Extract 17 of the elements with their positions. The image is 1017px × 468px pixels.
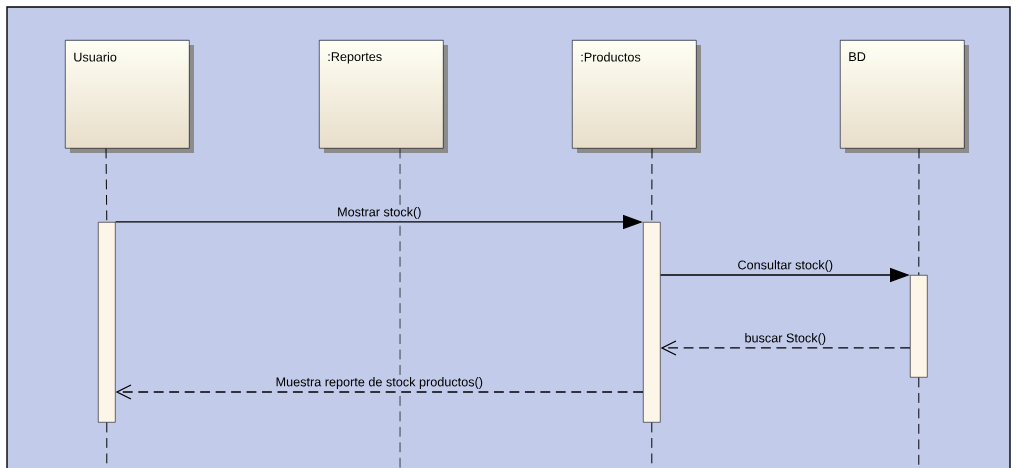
edge-label: buscar Stock() [745,333,826,345]
lifeline-head-box: BD [840,40,969,153]
edge-label: Consultar stock() [738,260,833,272]
activation-bar [643,222,661,423]
lifeline-head-box: :Productos [572,40,701,153]
lifeline [651,148,653,223]
lifeline-head-box: Usuario [65,40,194,153]
lifeline [918,148,920,276]
edge-label: Mostrar stock() [338,207,421,219]
activation-bar [910,275,928,378]
edge-label: Muestra reporte de stock productos() [276,377,483,389]
message-arrow [660,340,911,356]
lifeline-head-box: :Reportes [319,40,448,153]
message-arrow [115,384,644,400]
lifeline [918,377,920,468]
lifeline [105,148,108,223]
activation-bar [98,222,116,423]
